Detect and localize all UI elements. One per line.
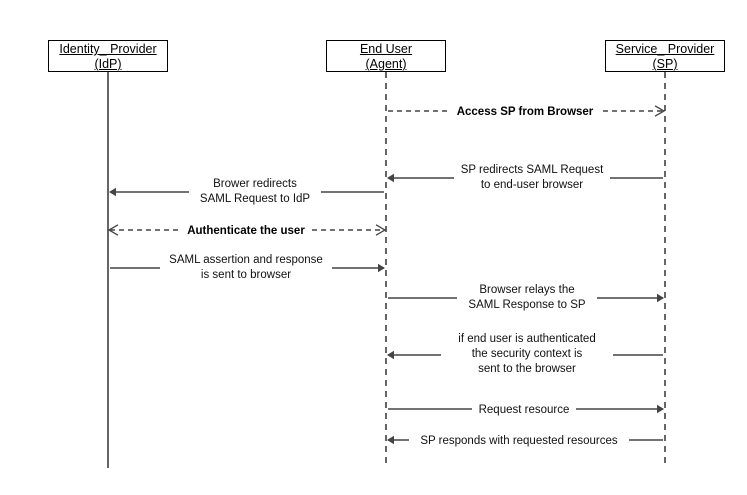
message-text-line: to end-user browser — [480, 179, 584, 191]
arrowhead-m9-left — [387, 435, 394, 445]
message-label-m7: if end user is authenticated the security… — [458, 332, 596, 377]
message-text-line: SP redirects SAML Request — [460, 164, 604, 176]
message-text-line: Browser relays the — [479, 284, 575, 296]
arrowhead-m8-right — [657, 404, 664, 414]
arrowhead-m4-right — [375, 224, 387, 236]
participant-name-line2: (SP) — [652, 57, 678, 71]
arrowhead-m4-left — [107, 224, 119, 236]
arrowhead-m3-left — [109, 187, 116, 197]
participant-box-idp[interactable]: Identity_ Provider(IdP) — [48, 40, 168, 72]
message-text-line: Access SP from Browser — [456, 106, 594, 118]
arrowhead-m5-right — [378, 263, 385, 273]
message-text-line: SAML Response to SP — [468, 299, 586, 311]
message-text-line: SAML assertion and response — [169, 254, 323, 266]
message-text-line: Authenticate the user — [187, 225, 305, 237]
participant-name-line2: (Agent) — [365, 57, 407, 71]
message-text-line: SP responds with requested resources — [420, 435, 618, 447]
message-label-m1: Access SP from Browser — [456, 105, 594, 120]
participant-box-enduser[interactable]: End User(Agent) — [326, 40, 446, 72]
participant-name-line1: End User — [359, 42, 413, 56]
message-label-m9: SP responds with requested resources — [420, 434, 618, 449]
message-label-m4: Authenticate the user — [187, 224, 305, 239]
participant-box-sp[interactable]: Service_ Provider(SP) — [605, 40, 725, 72]
message-label-m2: SP redirects SAML Request to end-user bro… — [460, 163, 604, 193]
message-label-m5: SAML assertion and response is sent to br… — [169, 253, 323, 283]
message-text-line: sent to the browser — [478, 363, 576, 375]
message-text-line: the security context is — [471, 348, 583, 360]
participant-name-line1: Identity_ Provider — [59, 42, 157, 56]
arrowhead-m6-right — [657, 293, 664, 303]
participant-name-line2: (IdP) — [94, 57, 122, 71]
message-label-m8: Request resource — [478, 403, 570, 418]
message-text-line: Request resource — [478, 404, 570, 416]
message-text-line: Brower redirects — [213, 178, 297, 190]
message-text-line: is sent to browser — [200, 269, 292, 281]
arrowhead-m1-right — [654, 105, 666, 117]
message-text-line: if end user is authenticated — [458, 333, 596, 345]
arrowhead-m2-left — [387, 173, 394, 183]
arrowhead-m7-left — [387, 350, 394, 360]
participant-name-line1: Service_ Provider — [615, 42, 715, 56]
message-text-line: SAML Request to IdP — [199, 193, 311, 205]
